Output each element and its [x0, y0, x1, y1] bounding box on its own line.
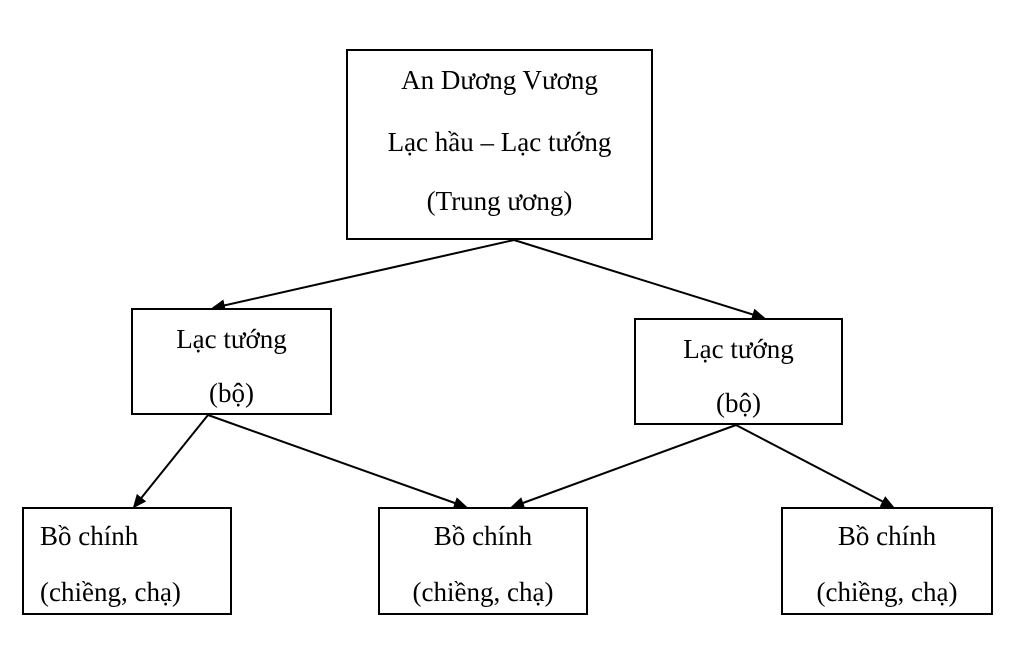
node-lac-tuong-left-title: Lạc tướng	[176, 324, 287, 354]
node-bo-chinh-left-level: (chiềng, chạ)	[40, 577, 181, 607]
node-central-title: An Dương Vương	[401, 65, 598, 95]
arrow-mid-right-to-bot-right	[735, 424, 895, 508]
node-lac-tuong-left-level: (bộ)	[209, 378, 254, 408]
node-lac-tuong-right: Lạc tướng (bộ)	[634, 318, 843, 425]
node-bo-chinh-center: Bồ chính (chiềng, chạ)	[378, 507, 588, 615]
node-bo-chinh-right-level: (chiềng, chạ)	[816, 577, 958, 607]
node-lac-tuong-left: Lạc tướng (bộ)	[131, 308, 332, 415]
arrow-mid-left-to-bot-center	[207, 414, 468, 509]
arrow-mid-right-to-bot-center	[510, 424, 737, 509]
node-central: An Dương Vương Lạc hầu – Lạc tướng (Trun…	[346, 49, 653, 240]
node-bo-chinh-right-title: Bồ chính	[837, 521, 937, 551]
node-lac-tuong-right-title: Lạc tướng	[683, 334, 794, 364]
node-bo-chinh-right: Bồ chính (chiềng, chạ)	[781, 507, 993, 615]
arrow-top-to-mid-right	[513, 239, 766, 321]
node-central-level: (Trung ương)	[426, 186, 573, 216]
node-central-officials: Lạc hầu – Lạc tướng	[387, 127, 612, 157]
node-bo-chinh-center-level: (chiềng, chạ)	[412, 577, 554, 607]
node-lac-tuong-right-level: (bộ)	[716, 388, 761, 418]
node-bo-chinh-center-title: Bồ chính	[433, 521, 533, 551]
node-bo-chinh-left-title: Bồ chính	[40, 521, 139, 551]
arrow-top-to-mid-left	[211, 239, 515, 312]
node-bo-chinh-left: Bồ chính (chiềng, chạ)	[22, 507, 232, 615]
arrow-mid-left-to-bot-left	[132, 414, 209, 509]
